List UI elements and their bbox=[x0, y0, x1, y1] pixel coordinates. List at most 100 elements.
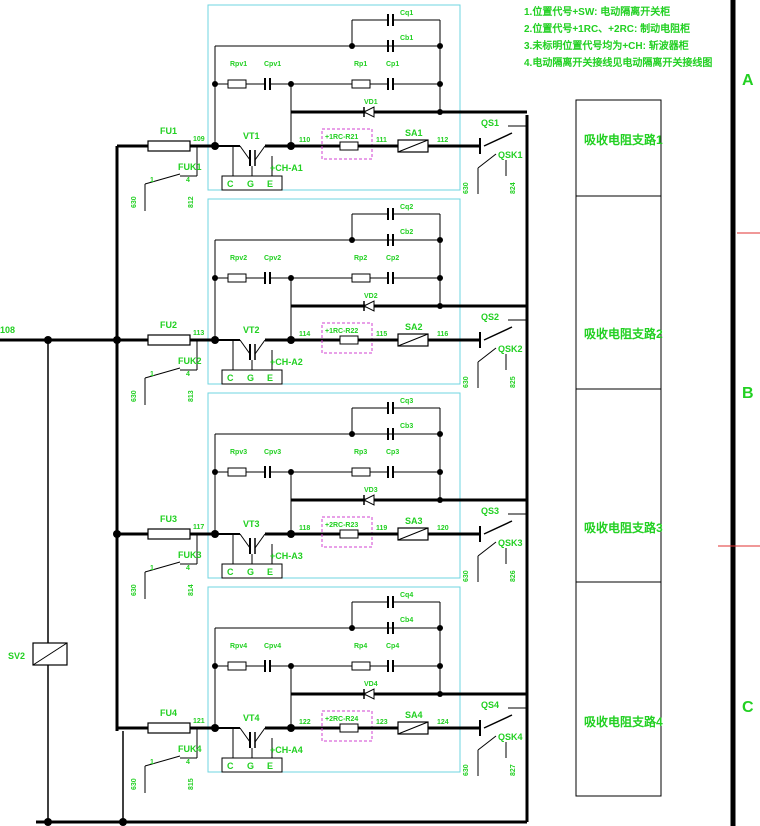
qs-wire-630-label: 630 bbox=[463, 570, 470, 582]
node-in-label: 121 bbox=[193, 718, 205, 725]
diode bbox=[362, 106, 375, 118]
sv2-label: SV2 bbox=[8, 651, 25, 661]
resistor-box-label: +2RC-R23 bbox=[325, 522, 358, 529]
vt-label: VT3 bbox=[243, 519, 260, 529]
qsk-label: QSK1 bbox=[498, 150, 523, 160]
zone-a: A bbox=[742, 72, 754, 89]
cp-label: Cp3 bbox=[386, 449, 399, 456]
cp-label: Cp1 bbox=[386, 61, 399, 68]
qs-wire-label: 824 bbox=[510, 182, 517, 194]
ch-label: +CH-A3 bbox=[270, 551, 303, 561]
chopper-panel bbox=[207, 4, 461, 191]
ch-label: +CH-A4 bbox=[270, 745, 303, 755]
fuk-label: FUK1 bbox=[178, 162, 202, 172]
qs-label: QS3 bbox=[481, 506, 499, 516]
pin-1: 1 bbox=[150, 759, 154, 766]
terminal-g: G bbox=[247, 761, 254, 771]
cq-label: Cq4 bbox=[400, 592, 413, 599]
rp-label: Rp3 bbox=[354, 449, 367, 456]
vd-label: VD4 bbox=[364, 681, 378, 688]
pin-4: 4 bbox=[186, 759, 190, 766]
rp-resistor bbox=[351, 661, 371, 671]
diode bbox=[362, 494, 375, 506]
node-sa-label: 120 bbox=[437, 525, 449, 532]
qsk-label: QSK4 bbox=[498, 732, 523, 742]
fuse bbox=[147, 722, 191, 734]
ch-label: +CH-A1 bbox=[270, 163, 303, 173]
zone-c: C bbox=[742, 699, 754, 716]
terminal-g: G bbox=[247, 567, 254, 577]
terminal-e: E bbox=[267, 761, 273, 771]
vt-label: VT2 bbox=[243, 325, 260, 335]
resistor-box-label: +2RC-R24 bbox=[325, 716, 358, 723]
fuk-label: FUK4 bbox=[178, 744, 202, 754]
qs-label: QS1 bbox=[481, 118, 499, 128]
wire-630-label: 630 bbox=[131, 778, 138, 790]
qsk-label: QSK2 bbox=[498, 344, 523, 354]
pin-1: 1 bbox=[150, 177, 154, 184]
vd-label: VD1 bbox=[364, 99, 378, 106]
note-1: 1.位置代号+SW: 电动隔离开关柜 bbox=[524, 5, 670, 18]
rp-label: Rp4 bbox=[354, 643, 367, 650]
cb-label: Cb3 bbox=[400, 423, 413, 430]
qs-wire-label: 825 bbox=[510, 376, 517, 388]
sa-label: SA2 bbox=[405, 322, 423, 332]
node-box-label: 119 bbox=[376, 525, 387, 532]
terminal-g: G bbox=[247, 373, 254, 383]
cq-label: Cq1 bbox=[400, 10, 413, 17]
rp-label: Rp2 bbox=[354, 255, 367, 262]
node-in-label: 113 bbox=[193, 330, 204, 337]
wire-label: 812 bbox=[188, 196, 195, 208]
pin-1: 1 bbox=[150, 371, 154, 378]
rpv-label: Rpv2 bbox=[230, 255, 247, 262]
node-box-label: 111 bbox=[376, 137, 387, 144]
node-vt-label: 114 bbox=[299, 331, 310, 338]
wire-label: 814 bbox=[188, 584, 195, 596]
pin-4: 4 bbox=[186, 177, 190, 184]
fuse bbox=[147, 528, 191, 540]
fuse-label: FU3 bbox=[160, 514, 177, 524]
resistor-box-label: +1RC-R22 bbox=[325, 328, 358, 335]
sa-label: SA3 bbox=[405, 516, 423, 526]
rp-label: Rp1 bbox=[354, 61, 367, 68]
cpv-label: Cpv2 bbox=[264, 255, 281, 262]
chopper-panel bbox=[207, 586, 461, 773]
absorb-panel bbox=[575, 99, 662, 797]
resistor-box bbox=[321, 322, 373, 354]
terminal-c: C bbox=[227, 179, 234, 189]
fuk-label: FUK3 bbox=[178, 550, 202, 560]
wire-label: 813 bbox=[188, 390, 195, 402]
node-sa-label: 124 bbox=[437, 719, 449, 726]
qsk-label: QSK3 bbox=[498, 538, 523, 548]
pin-1: 1 bbox=[150, 565, 154, 572]
wire-label: 815 bbox=[188, 778, 195, 790]
rpv-label: Rpv1 bbox=[230, 61, 247, 68]
wire-630-label: 630 bbox=[131, 390, 138, 402]
rp-resistor bbox=[351, 273, 371, 283]
cpv-label: Cpv4 bbox=[264, 643, 281, 650]
node-box-label: 115 bbox=[376, 331, 387, 338]
fuk-label: FUK2 bbox=[178, 356, 202, 366]
diode bbox=[362, 300, 375, 312]
terminal-c: C bbox=[227, 567, 234, 577]
cb-label: Cb2 bbox=[400, 229, 413, 236]
vd-label: VD2 bbox=[364, 293, 378, 300]
qs-label: QS4 bbox=[481, 700, 499, 710]
cp-label: Cp4 bbox=[386, 643, 399, 650]
absorb-branch-label: 吸收电阻支路3 bbox=[584, 520, 663, 535]
rpv-resistor bbox=[227, 467, 247, 477]
rpv-resistor bbox=[227, 661, 247, 671]
qs-wire-630-label: 630 bbox=[463, 764, 470, 776]
cq-label: Cq2 bbox=[400, 204, 413, 211]
ch-label: +CH-A2 bbox=[270, 357, 303, 367]
qs-wire-label: 827 bbox=[510, 764, 517, 776]
rpv-label: Rpv3 bbox=[230, 449, 247, 456]
absorb-branch-label: 吸收电阻支路2 bbox=[584, 326, 663, 341]
chopper-panel bbox=[207, 392, 461, 579]
zone-b: B bbox=[742, 385, 754, 402]
terminal-e: E bbox=[267, 567, 273, 577]
